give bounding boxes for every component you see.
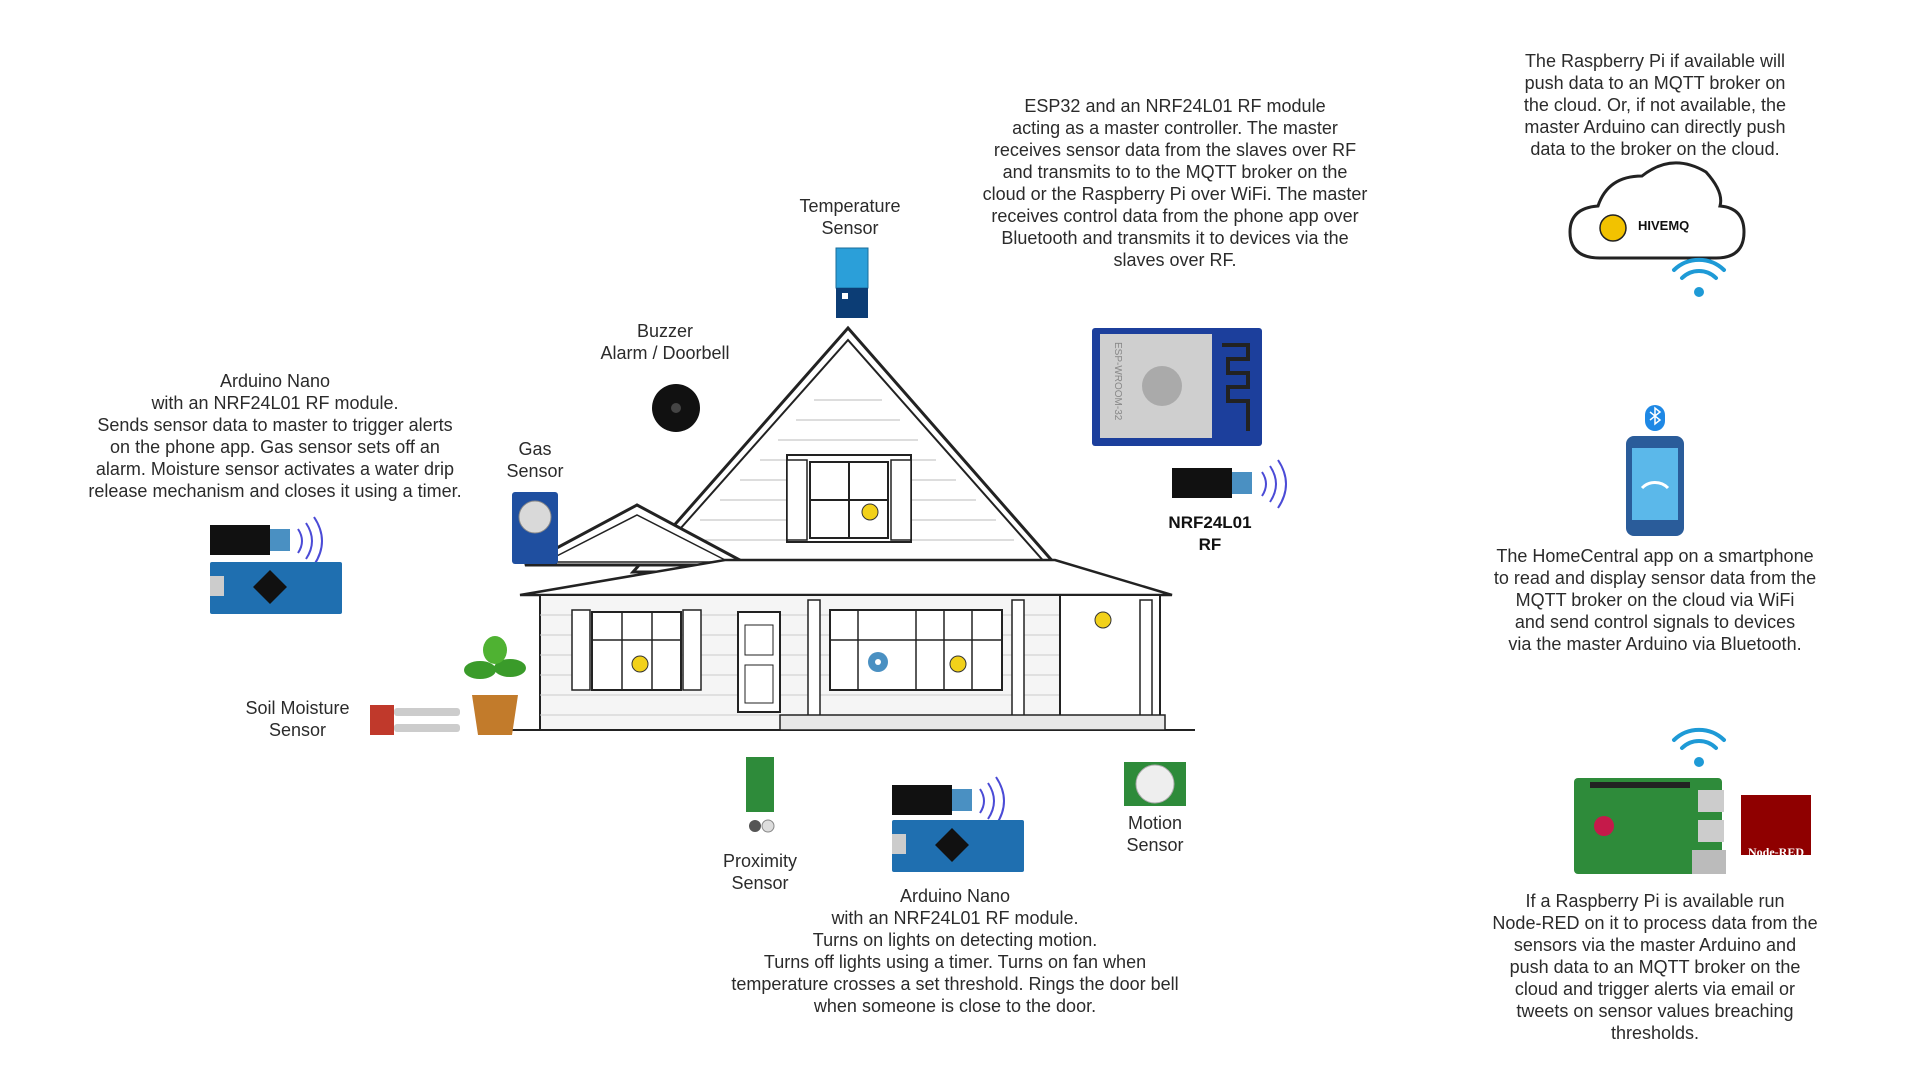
temperature-sensor-label: Temperature Sensor	[799, 196, 901, 238]
esp32-chip-label: ESP-WROOM-32	[1112, 342, 1123, 421]
temperature-sensor-icon	[835, 247, 869, 318]
rpi-cloud-description: The Raspberry Pi if available will push …	[1523, 51, 1787, 159]
proximity-sensor-icon	[746, 757, 775, 833]
node-red-label: Node-RED	[1748, 845, 1804, 859]
plant-icon	[464, 636, 526, 735]
gas-sensor-icon	[512, 492, 558, 564]
arduino-bottom-description: Arduino Nano with an NRF24L01 RF module.…	[731, 886, 1179, 1016]
raspberry-pi-description: If a Raspberry Pi is available run Node-…	[1492, 891, 1818, 1043]
node-red-icon	[1741, 795, 1811, 855]
raspberry-pi-icon	[1574, 778, 1726, 874]
fan-icon	[868, 652, 888, 672]
buzzer-label: Buzzer Alarm / Doorbell	[600, 321, 730, 363]
motion-sensor-icon	[1124, 762, 1186, 806]
phone-app-description: The HomeCentral app on a smartphone to r…	[1493, 546, 1817, 654]
gas-sensor-label: Gas Sensor	[506, 439, 564, 481]
wifi-icon	[1672, 257, 1726, 767]
arduino-nano-icon	[210, 562, 1024, 872]
arduino-left-description: Arduino Nano with an NRF24L01 RF module.…	[88, 371, 462, 501]
buzzer-icon	[652, 384, 700, 432]
nrf24l01-icon	[210, 468, 1252, 815]
soil-moisture-icon	[370, 705, 460, 735]
soil-moisture-label: Soil Moisture Sensor	[245, 698, 350, 740]
esp32-description: ESP32 and an NRF24L01 RF module acting a…	[982, 96, 1368, 270]
esp32-icon	[1092, 328, 1262, 446]
motion-sensor-label: Motion Sensor	[1126, 813, 1184, 855]
smartphone-icon	[1626, 436, 1684, 536]
light-bulb-icon	[631, 503, 1112, 673]
nrf24l01-label: NRF24L01 RF	[1168, 513, 1252, 554]
bluetooth-icon	[1645, 405, 1665, 431]
proximity-sensor-label: Proximity Sensor	[722, 851, 797, 893]
hivemq-label: HIVEMQ	[1638, 218, 1690, 233]
hivemq-cloud-icon	[1568, 161, 1746, 260]
